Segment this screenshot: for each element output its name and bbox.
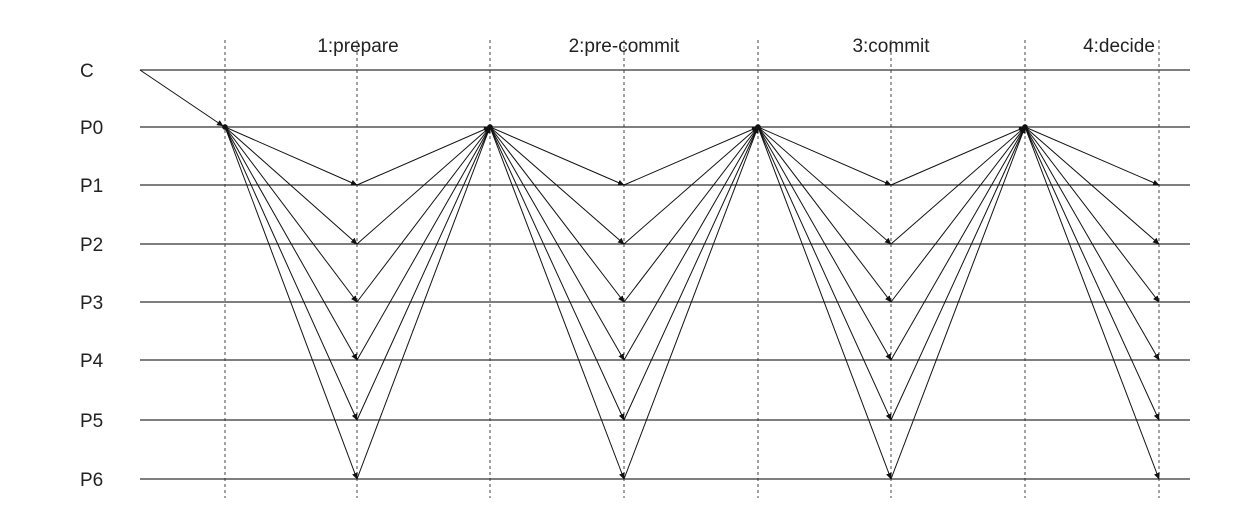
broadcast-arrow (757, 126, 892, 186)
broadcast-arrow (1024, 126, 1160, 421)
vote-arrow (356, 126, 491, 245)
vote-arrow (623, 126, 759, 361)
broadcast-arrow (489, 126, 625, 186)
phase-boundary-guides (224, 40, 1160, 498)
broadcast-arrow (1024, 126, 1160, 361)
broadcast-arrow (489, 126, 625, 480)
leader-point (1022, 124, 1028, 130)
vote-arrow (890, 126, 1026, 480)
phase-label: 3:commit (852, 36, 930, 57)
leader-point (487, 124, 493, 130)
broadcast-arrow (224, 126, 358, 361)
vote-arrow (890, 126, 1026, 361)
participant-label-c: C (80, 61, 94, 82)
broadcast-arrow (224, 126, 358, 421)
vote-arrow (623, 126, 759, 480)
broadcast-arrow (1024, 126, 1160, 480)
vote-arrow (623, 126, 759, 245)
participant-label-p2: P2 (80, 235, 103, 256)
broadcast-arrow (489, 126, 625, 361)
phase-label: 2:pre-commit (569, 36, 681, 57)
vote-arrow (890, 126, 1026, 245)
vote-arrow (356, 126, 491, 421)
vote-arrow (890, 126, 1026, 421)
broadcast-arrow (224, 126, 358, 303)
vote-arrow (623, 126, 759, 421)
vote-arrow (890, 126, 1026, 303)
broadcast-arrow (1024, 126, 1160, 303)
participant-label-p6: P6 (80, 470, 103, 491)
broadcast-arrow (757, 126, 892, 303)
vote-arrow (356, 126, 491, 361)
phase-label: 1:prepare (317, 36, 398, 57)
participant-label-p4: P4 (80, 351, 104, 372)
participant-label-p3: P3 (80, 293, 103, 314)
broadcast-arrow (1024, 126, 1160, 245)
broadcast-arrow (224, 126, 358, 186)
vote-arrow (356, 126, 491, 480)
vote-arrow (356, 126, 491, 186)
broadcast-arrow (757, 126, 892, 245)
participant-label-p1: P1 (80, 176, 103, 197)
leader-point (755, 124, 761, 130)
participant-label-p5: P5 (80, 411, 103, 432)
broadcast-arrow (489, 126, 625, 303)
phase-labels: 1:prepare 2:pre-commit 3:commit 4:decide (317, 36, 1155, 57)
participant-timelines (140, 69, 1190, 480)
phase-label: 4:decide (1083, 36, 1155, 57)
client-request-arrow (139, 69, 224, 127)
message-arrows (139, 69, 1160, 480)
broadcast-arrow (224, 126, 358, 245)
broadcast-arrow (1024, 126, 1160, 186)
broadcast-arrow (757, 126, 892, 421)
vote-arrow (890, 126, 1026, 186)
participant-label-p0: P0 (80, 118, 103, 139)
leader-point (222, 124, 228, 130)
vote-arrow (623, 126, 759, 303)
broadcast-arrow (224, 126, 358, 480)
vote-arrow (356, 126, 491, 303)
broadcast-arrow (489, 126, 625, 245)
vote-arrow (623, 126, 759, 186)
broadcast-arrow (757, 126, 892, 480)
broadcast-arrow (489, 126, 625, 421)
broadcast-arrow (757, 126, 892, 361)
